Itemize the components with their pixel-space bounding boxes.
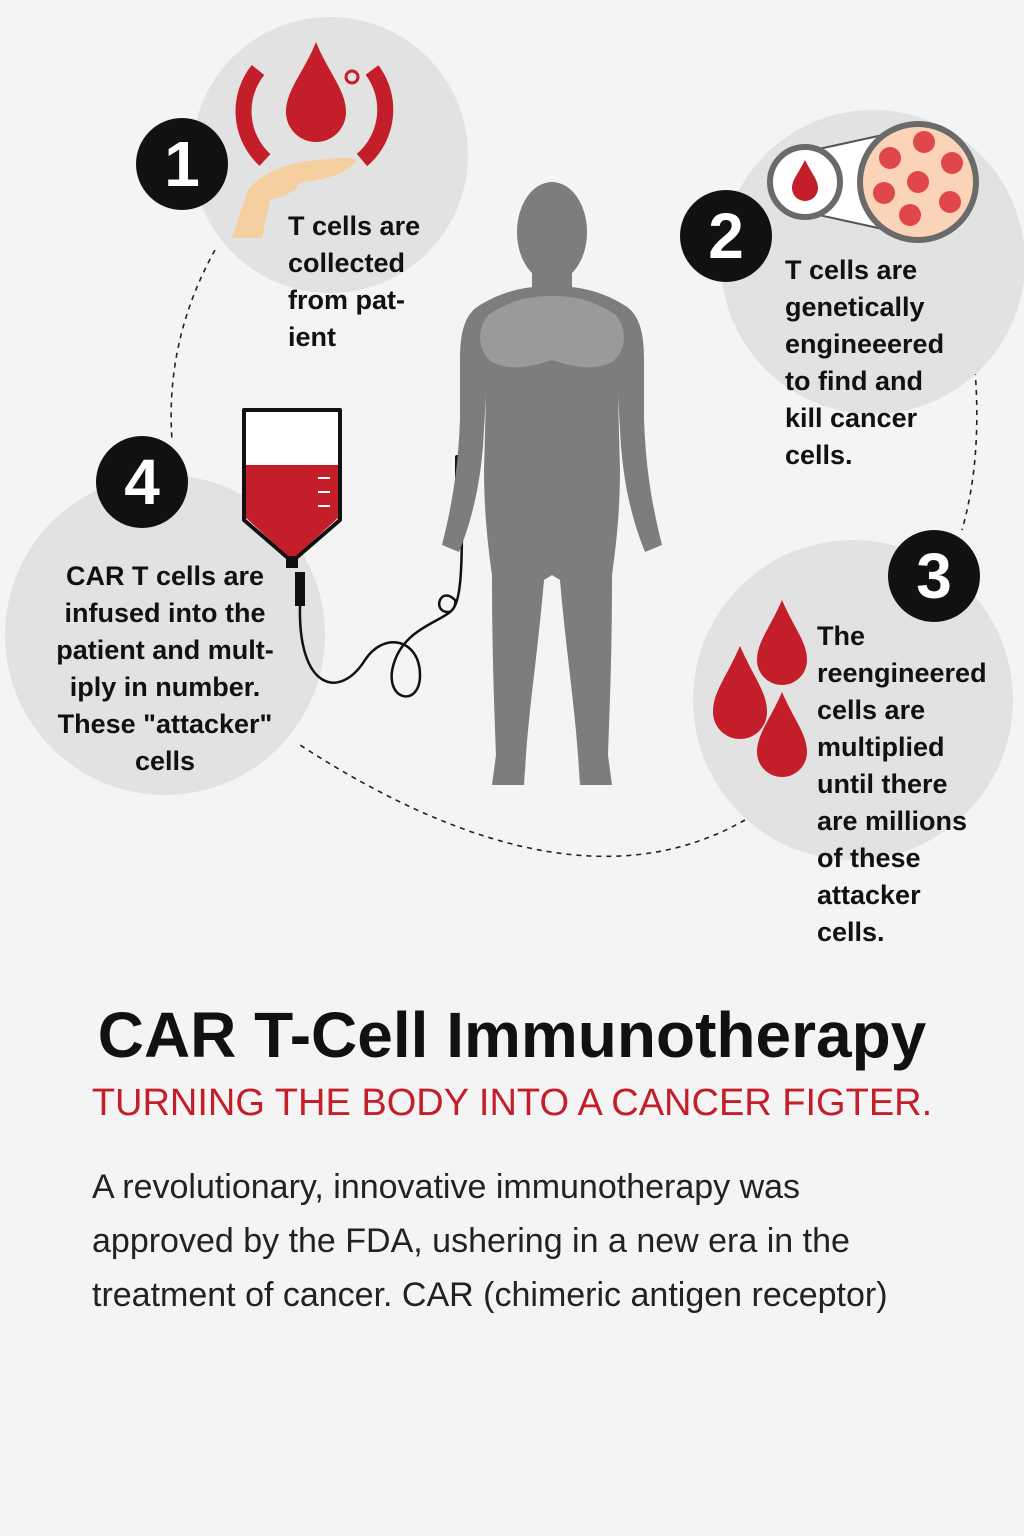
step-4-text: CAR T cells are infused into the patient… <box>56 561 274 776</box>
step-2-badge: 2 <box>680 190 772 282</box>
page-subtitle: TURNING THE BODY INTO A CANCER FIGTER. <box>91 1082 933 1124</box>
process-diagram <box>5 17 1024 860</box>
blood-drop-hand-icon <box>232 42 394 238</box>
step-4-badge: 4 <box>96 436 188 528</box>
blood-drops-icon <box>713 600 807 777</box>
iv-bag-icon <box>242 408 467 698</box>
step-3-text: The reengineered cells are multiplied un… <box>817 621 987 947</box>
page-title: CAR T-Cell Immunotherapy <box>97 999 927 1071</box>
intro-paragraph: A revolutionary, innovative immunotherap… <box>92 1168 888 1314</box>
step-3-badge: 3 <box>888 530 980 622</box>
step-2-text: T cells are genetically engineeered to f… <box>785 255 945 470</box>
cycle-connector-4-1 <box>170 249 216 441</box>
step-1-badge: 1 <box>136 118 228 210</box>
cycle-connector-3-4 <box>299 744 746 858</box>
cycle-connector-2-3 <box>961 369 978 531</box>
step-4-circle <box>5 475 325 795</box>
step-1-text: T cells are collected from pat- ient <box>288 211 421 352</box>
human-figure-icon <box>442 182 662 785</box>
cell-magnifier-icon <box>767 121 979 243</box>
